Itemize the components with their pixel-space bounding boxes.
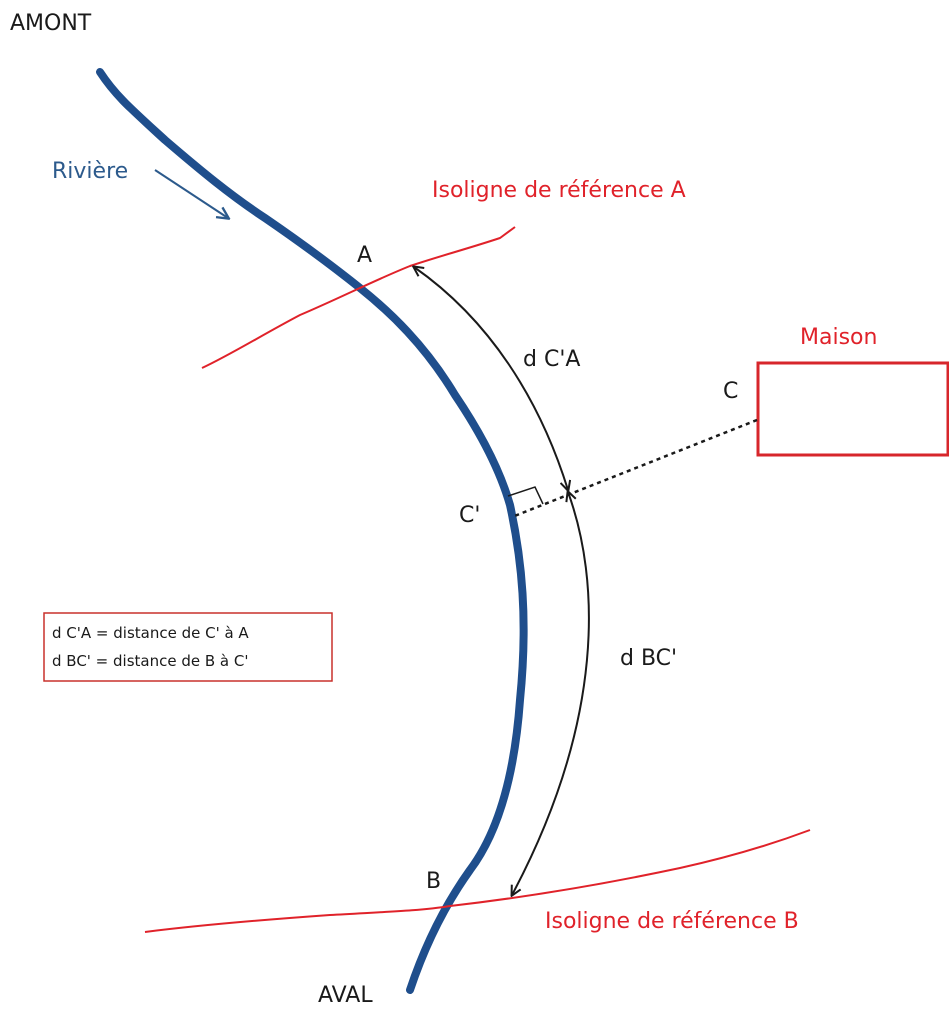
label-isoline-b: Isoligne de référence B [545,909,799,934]
label-maison: Maison [800,325,877,350]
label-point-a: A [357,243,372,268]
legend-line-1: d C'A = distance de C' à A [52,624,249,642]
label-riviere: Rivière [52,159,128,184]
label-point-c-prime: C' [459,503,480,528]
house-rect [756,361,949,457]
label-point-c: C [723,379,738,404]
arrow-dist-ca [414,267,568,490]
label-aval: AVAL [318,983,373,1008]
label-isoline-a: Isoligne de référence A [432,178,686,203]
perpendicular-c-cprime [511,418,758,519]
arrow-dist-bc [512,492,590,895]
legend-line-2: d BC' = distance de B à C' [52,652,248,670]
river-flow-arrow [154,169,228,218]
label-dist-ca: d C'A [523,347,580,372]
legend-box: d C'A = distance de C' à A d BC' = dista… [43,612,333,682]
right-angle-marker [507,486,544,505]
isoline-a [201,226,516,369]
label-dist-bc: d BC' [620,646,677,671]
isoline-b [144,829,811,933]
label-amont: AMONT [10,11,92,36]
river-line [96,68,528,994]
label-point-b: B [426,869,441,894]
